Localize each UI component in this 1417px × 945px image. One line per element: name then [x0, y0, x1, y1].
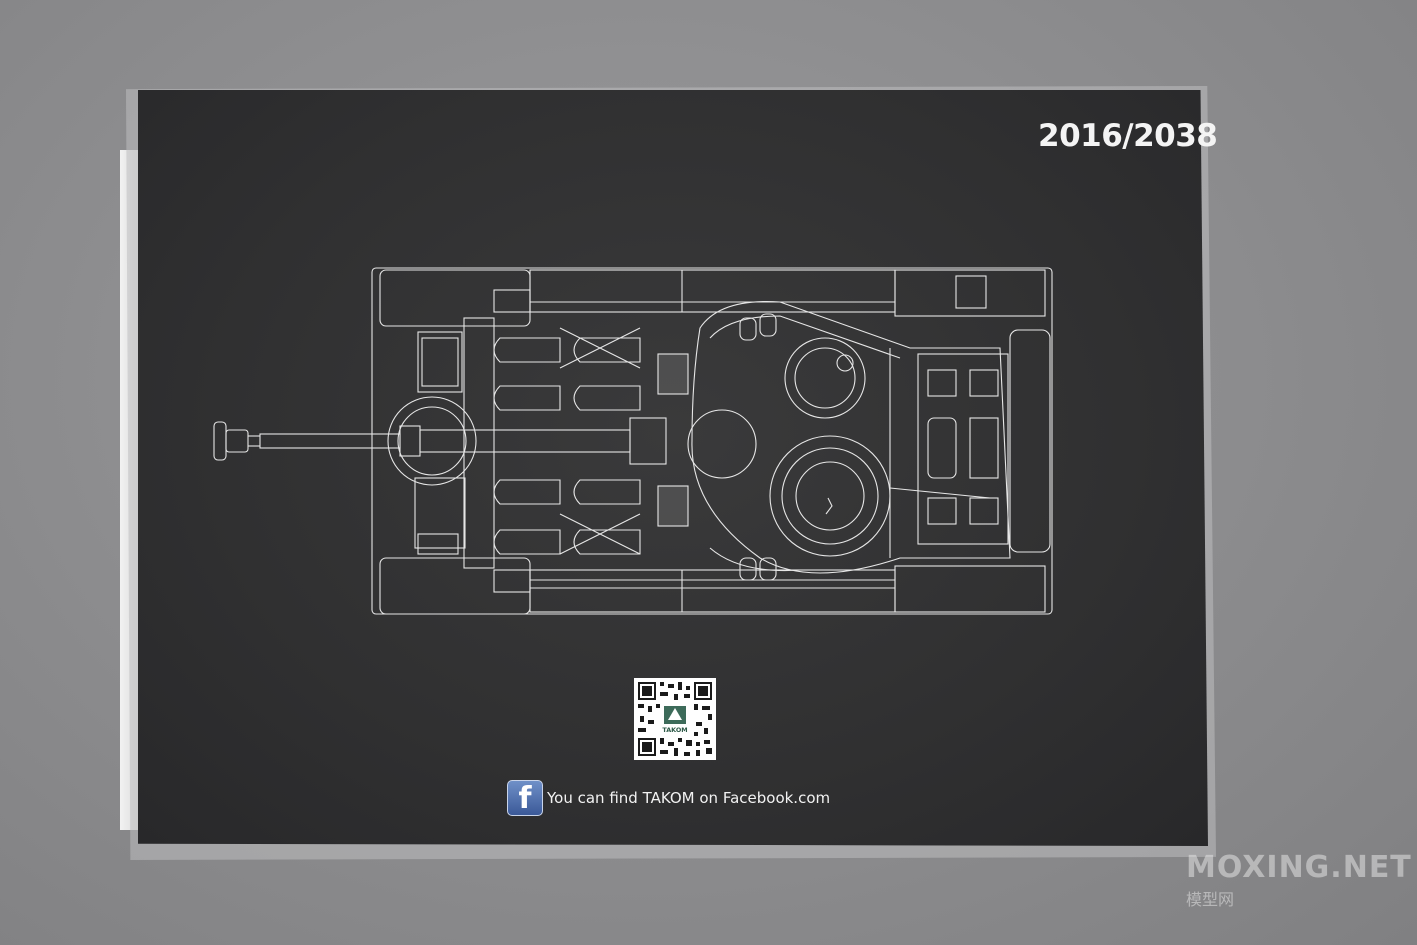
watermark-logo: MOXING.NET	[1186, 850, 1412, 885]
facebook-link[interactable]: f You can find TAKOM on Facebook.com	[507, 780, 830, 816]
kit-code-number: 2016/2038	[1038, 118, 1218, 154]
watermark-subtitle: 模型网	[1186, 890, 1235, 909]
turret	[687, 300, 1011, 581]
facebook-text: You can find TAKOM on Facebook.com	[547, 789, 831, 807]
qr-code[interactable]: TAKOM	[634, 678, 716, 760]
front-compartment	[387, 289, 531, 593]
tank-blueprint	[213, 267, 1053, 615]
qr-logo-text: TAKOM	[662, 726, 687, 734]
hull-outline	[371, 267, 1053, 615]
engine-deck	[917, 275, 1051, 553]
ammo-rack	[493, 327, 689, 555]
facebook-icon: f	[507, 780, 543, 816]
gun-barrel	[213, 417, 667, 465]
